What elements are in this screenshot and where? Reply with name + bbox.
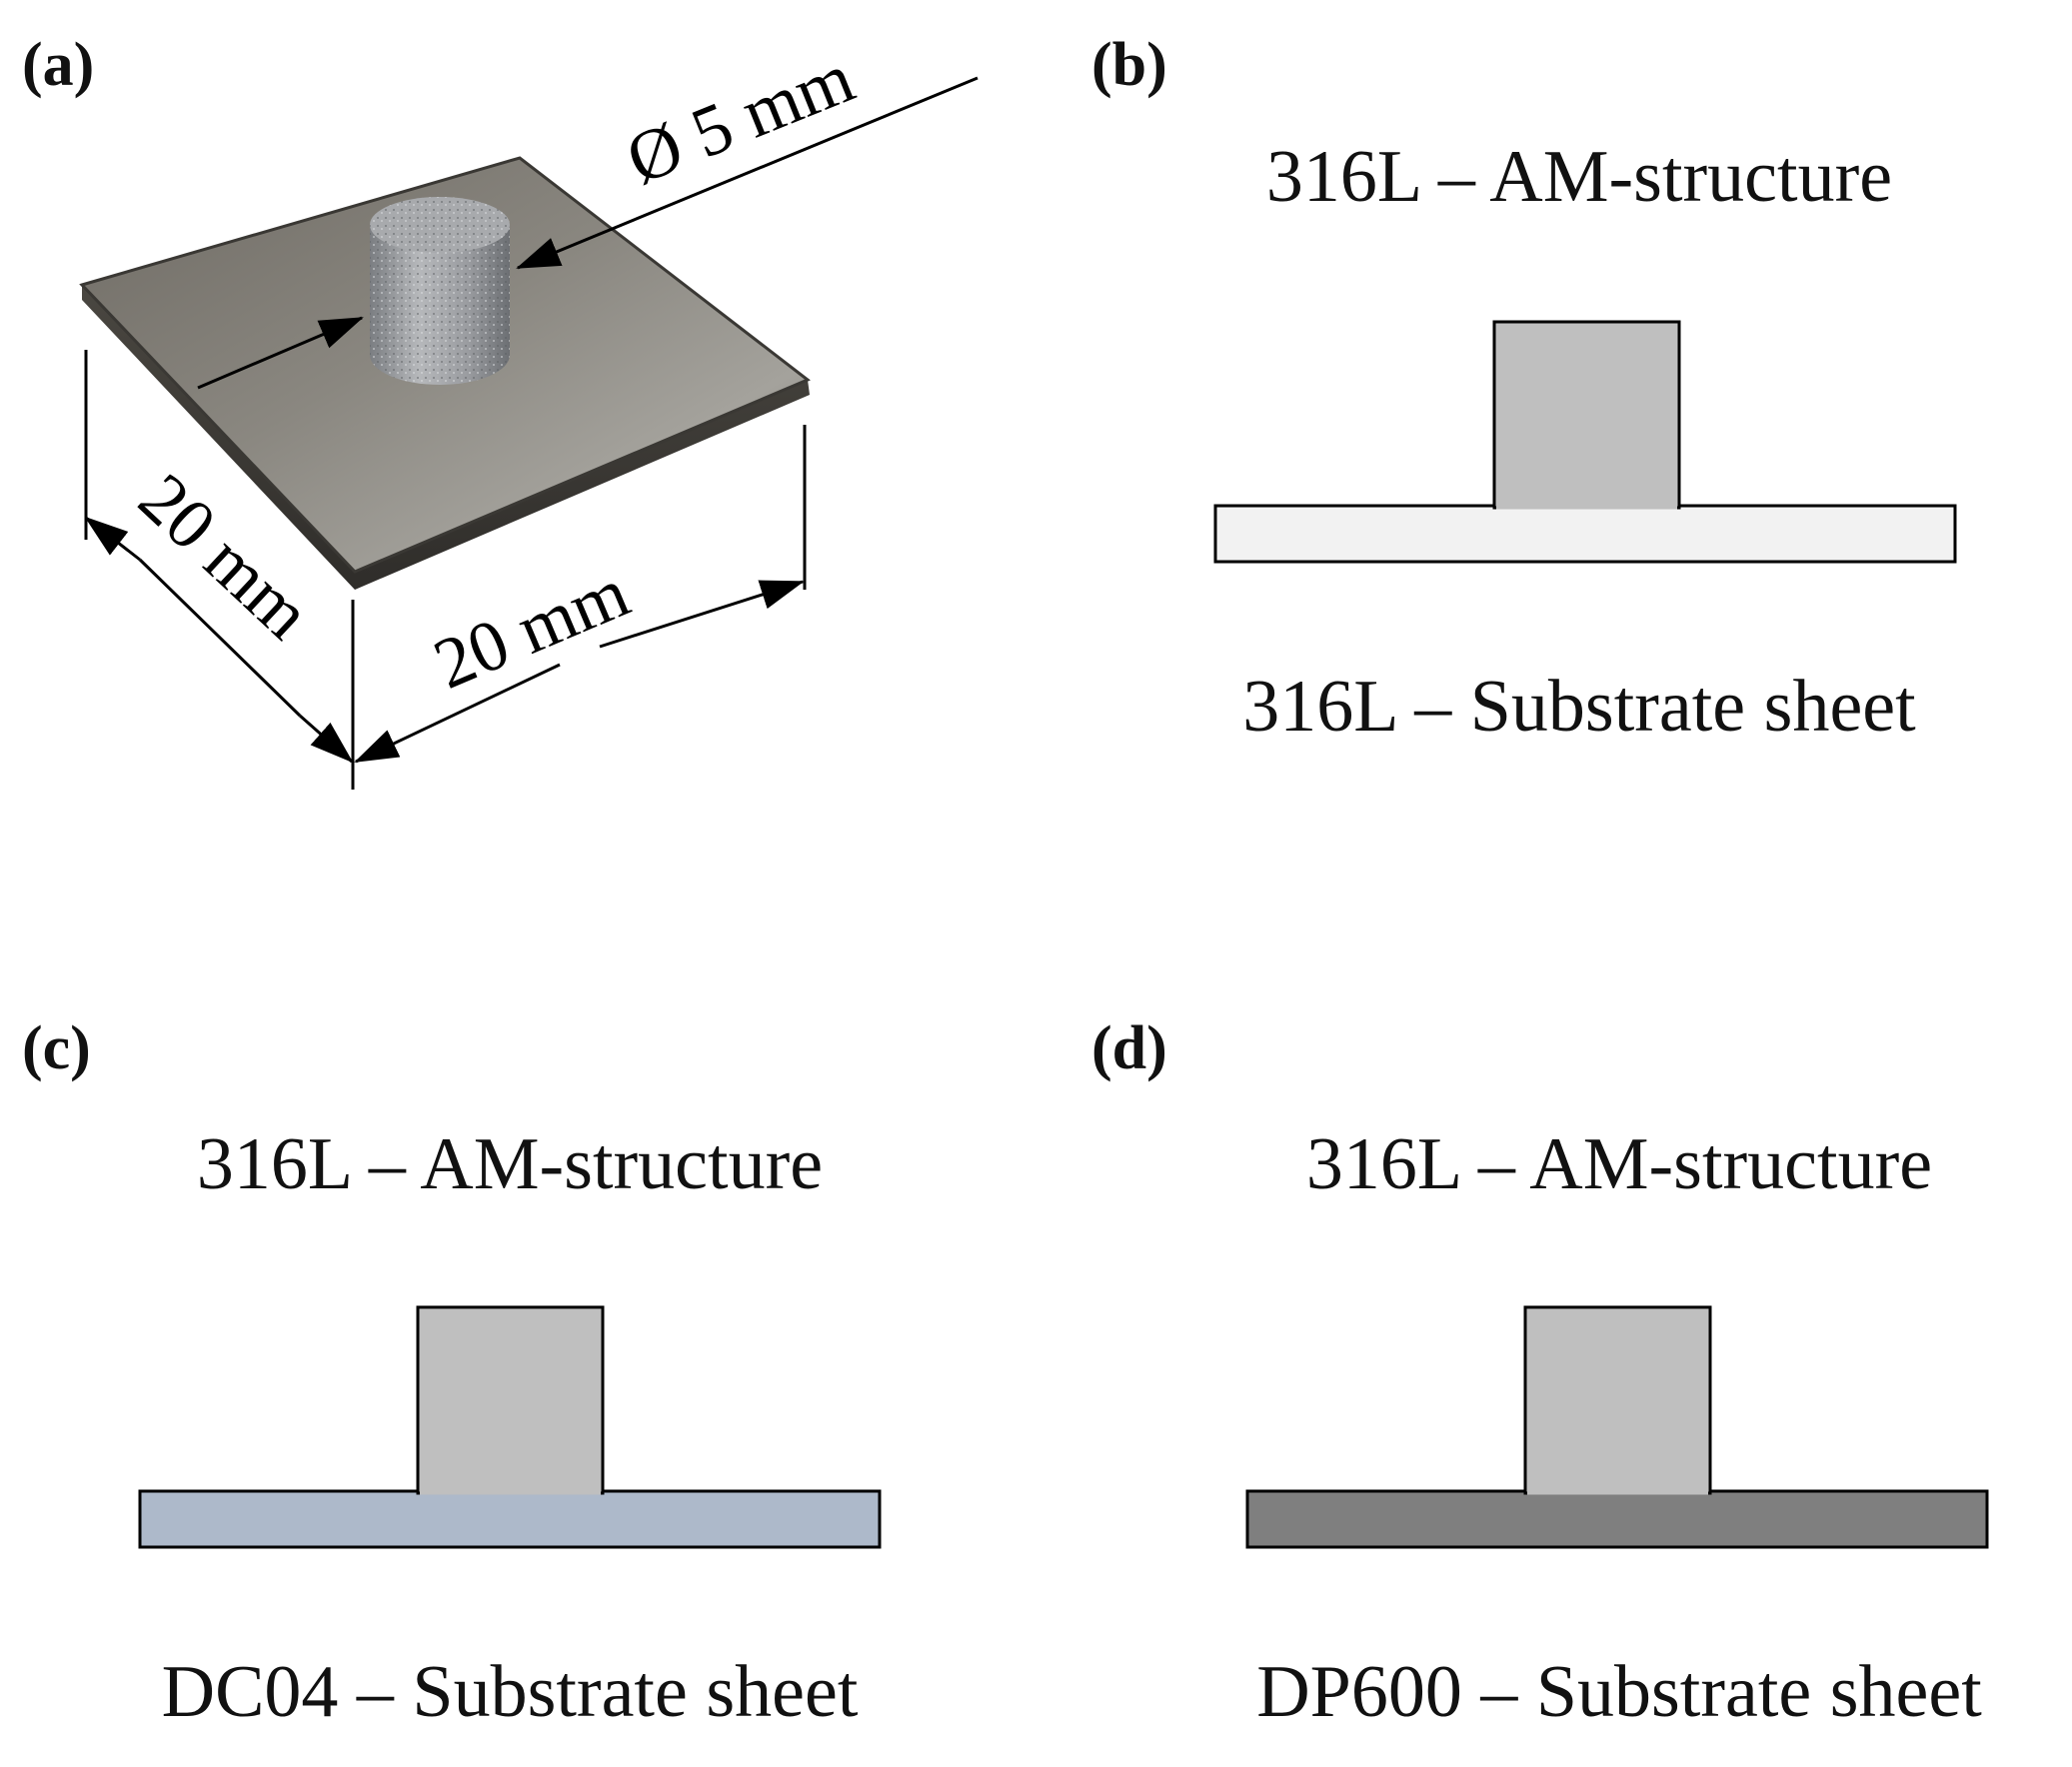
am-structure-b bbox=[1492, 320, 1681, 510]
caption-d-top: 316L – AM-structure bbox=[1305, 1123, 1933, 1205]
depth-dimension bbox=[84, 516, 354, 764]
substrate-b bbox=[1213, 504, 1957, 564]
am-structure-d bbox=[1523, 1305, 1712, 1495]
substrate-d bbox=[1245, 1489, 1989, 1549]
schematic-c bbox=[138, 1305, 882, 1549]
panel-label-d: (d) bbox=[1091, 1014, 1167, 1082]
panel-label-a: (a) bbox=[22, 31, 95, 99]
diameter-dimension bbox=[197, 76, 979, 390]
am-cylinder bbox=[370, 197, 510, 385]
width-dimension bbox=[354, 580, 805, 764]
substrate-c bbox=[138, 1489, 882, 1549]
schematic-d bbox=[1245, 1305, 1989, 1549]
panel-label-c: (c) bbox=[22, 1014, 91, 1082]
caption-c-bottom: DC04 – Substrate sheet bbox=[161, 1651, 859, 1733]
caption-c-top: 316L – AM-structure bbox=[196, 1123, 824, 1205]
caption-b-bottom: 316L – Substrate sheet bbox=[1242, 666, 1916, 748]
schematic-b bbox=[1213, 320, 1957, 564]
caption-b-top: 316L – AM-structure bbox=[1265, 136, 1893, 218]
caption-d-bottom: DP600 – Substrate sheet bbox=[1256, 1651, 1982, 1733]
am-structure-c bbox=[416, 1305, 605, 1495]
panel-label-b: (b) bbox=[1091, 31, 1167, 99]
